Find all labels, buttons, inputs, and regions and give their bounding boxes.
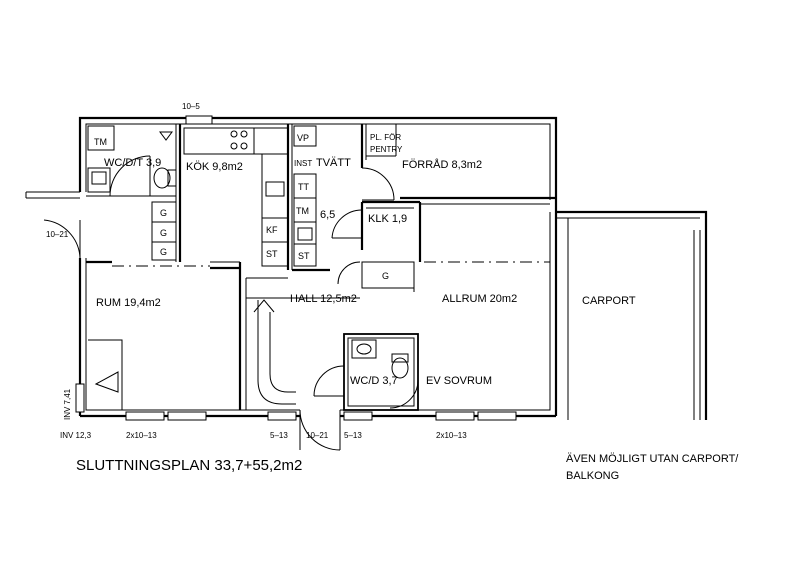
dim-5-13-right: 5–13 bbox=[344, 431, 362, 440]
label-tt: TT bbox=[298, 182, 309, 192]
left-entrance bbox=[25, 191, 81, 259]
label-st-1: ST bbox=[298, 251, 310, 261]
note-line-1: ÄVEN MÖJLIGT UTAN CARPORT/ bbox=[566, 453, 739, 465]
stair bbox=[253, 299, 296, 405]
label-kf: KF bbox=[266, 225, 278, 235]
doors bbox=[109, 155, 701, 451]
label-vp: VP bbox=[297, 133, 309, 143]
label-st-2: ST bbox=[266, 249, 278, 259]
dim-10-21-left: 10–21 bbox=[46, 230, 69, 239]
label-wc-d: WC/D 3,7 bbox=[350, 375, 398, 387]
plan-title: SLUTTNINGSPLAN 33,7+55,2m2 bbox=[76, 457, 302, 474]
dim-inv-123: INV 12,3 bbox=[60, 431, 92, 440]
dim-2x10-13-right: 2x10–13 bbox=[436, 431, 467, 440]
label-tm-2: TM bbox=[296, 206, 309, 216]
label-pentry: PENTRY bbox=[370, 145, 403, 154]
carport bbox=[556, 210, 708, 420]
label-ev-sovrum: EV SOVRUM bbox=[426, 375, 492, 387]
label-g-3: G bbox=[160, 247, 167, 257]
label-allrum: ALLRUM 20m2 bbox=[442, 293, 517, 305]
dim-10-5: 10–5 bbox=[182, 102, 200, 111]
label-forrad: FÖRRÅD 8,3m2 bbox=[402, 158, 482, 171]
label-tm-1: TM bbox=[94, 137, 107, 147]
dim-inv-741: INV 7,41 bbox=[63, 388, 72, 420]
label-rum: RUM 19,4m2 bbox=[96, 297, 161, 309]
label-6-5: 6,5 bbox=[320, 209, 335, 221]
dimension-labels: 10–5 10–21 INV 7,41 INV 12,3 2x10–13 5–1… bbox=[46, 102, 467, 440]
label-inst: INST bbox=[294, 159, 312, 168]
label-klk: KLK 1,9 bbox=[368, 213, 407, 225]
dim-2x10-13-left: 2x10–13 bbox=[126, 431, 157, 440]
fixture-labels: TM VP TT TM ST KF ST G G G G bbox=[94, 133, 389, 281]
label-pl-for: PL. FÖR bbox=[370, 133, 401, 142]
label-tvatt: TVÄTT bbox=[316, 157, 351, 169]
dashed-openings bbox=[112, 261, 550, 267]
dim-5-13-left: 5–13 bbox=[270, 431, 288, 440]
bottom-windows bbox=[75, 383, 517, 421]
label-kok: KÖK 9,8m2 bbox=[186, 161, 243, 173]
window-top bbox=[185, 115, 213, 125]
note-line-2: BALKONG bbox=[566, 470, 619, 482]
label-hall: HALL 12,5m2 bbox=[290, 293, 357, 305]
room-labels: WC/D/T 3,9 KÖK 9,8m2 INST TVÄTT PL. FÖR … bbox=[96, 133, 636, 387]
fixtures bbox=[87, 125, 409, 410]
label-g-2: G bbox=[160, 228, 167, 238]
label-wc-dt: WC/D/T 3,9 bbox=[104, 157, 161, 169]
dim-10-21-bottom: 10–21 bbox=[306, 431, 329, 440]
label-g-1: G bbox=[160, 208, 167, 218]
label-carport: CARPORT bbox=[582, 295, 636, 307]
label-g-4: G bbox=[382, 271, 389, 281]
